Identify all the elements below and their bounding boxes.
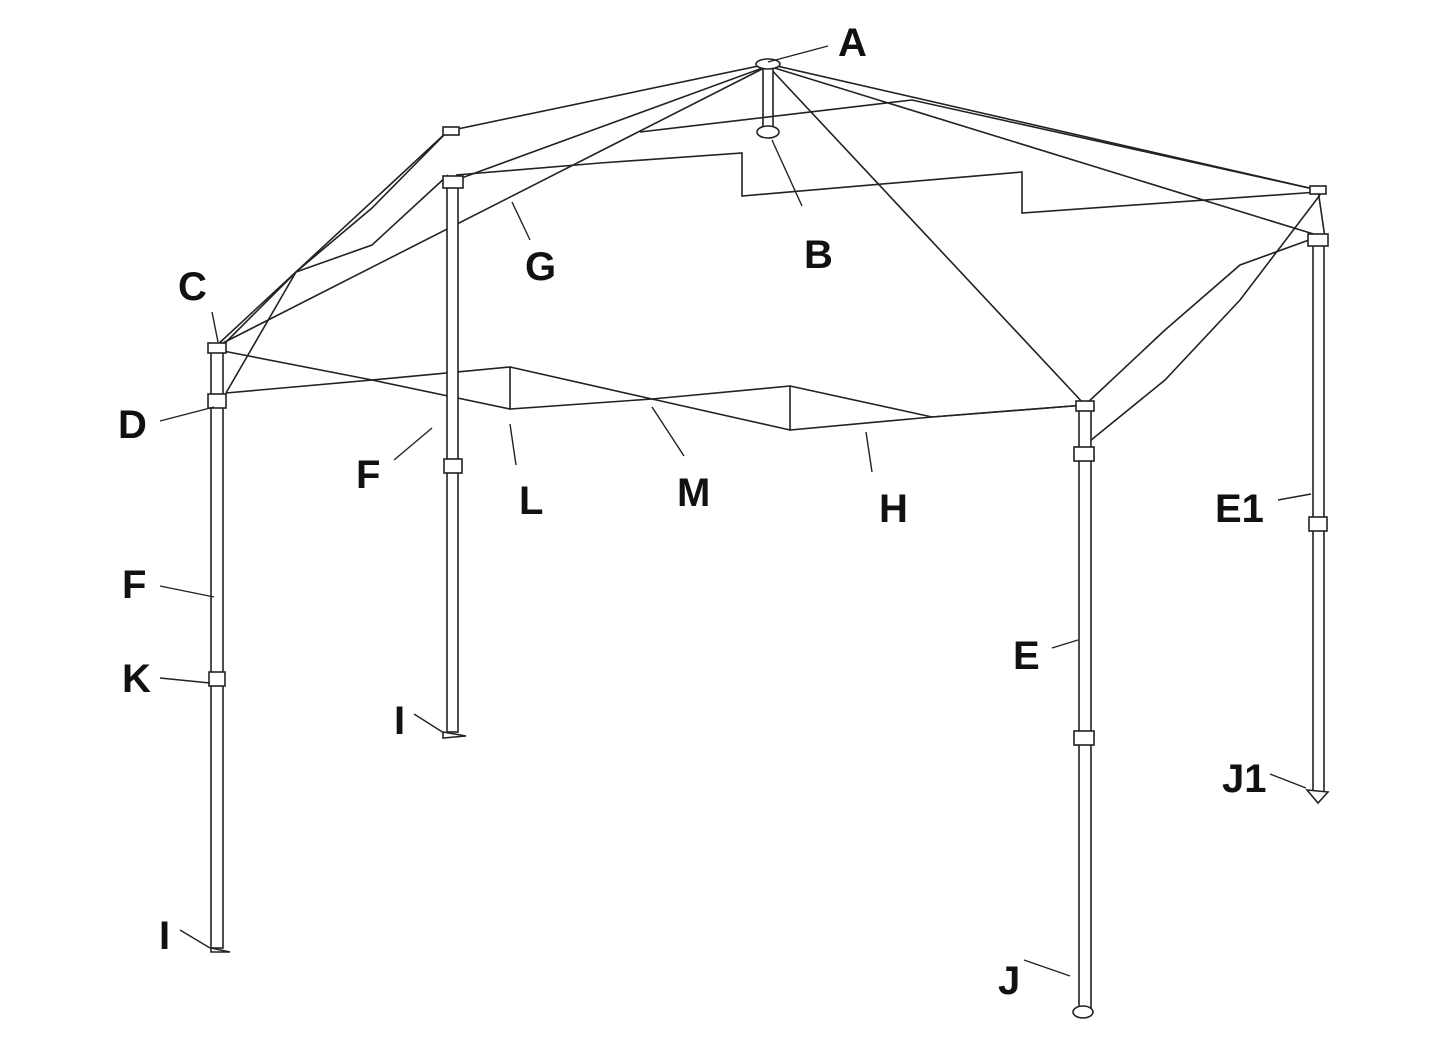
leg-back-left bbox=[446, 179, 459, 733]
label-f-left: F bbox=[122, 563, 146, 607]
label-g: G bbox=[525, 245, 556, 289]
label-f-top: F bbox=[356, 453, 380, 497]
label-i-mid: I bbox=[394, 699, 405, 743]
label-d: D bbox=[118, 403, 147, 447]
leg-front-left bbox=[210, 349, 224, 949]
leg-front-right bbox=[1078, 404, 1092, 1013]
label-h: H bbox=[879, 487, 908, 531]
label-j1: J1 bbox=[1222, 757, 1267, 801]
label-k: K bbox=[122, 657, 151, 701]
part-labels: A B C D F G L M H E1 F K I E J1 I J bbox=[118, 21, 1267, 1003]
label-b: B bbox=[804, 233, 833, 277]
canopy-frame bbox=[207, 58, 1330, 1019]
label-i-left: I bbox=[159, 914, 170, 958]
label-l: L bbox=[519, 479, 543, 523]
label-a: A bbox=[838, 21, 867, 65]
label-c: C bbox=[178, 265, 207, 309]
label-e: E bbox=[1013, 634, 1040, 678]
leader-lines bbox=[159, 45, 1312, 977]
label-e1: E1 bbox=[1215, 487, 1264, 531]
label-m: M bbox=[677, 471, 710, 515]
label-j: J bbox=[998, 959, 1020, 1003]
